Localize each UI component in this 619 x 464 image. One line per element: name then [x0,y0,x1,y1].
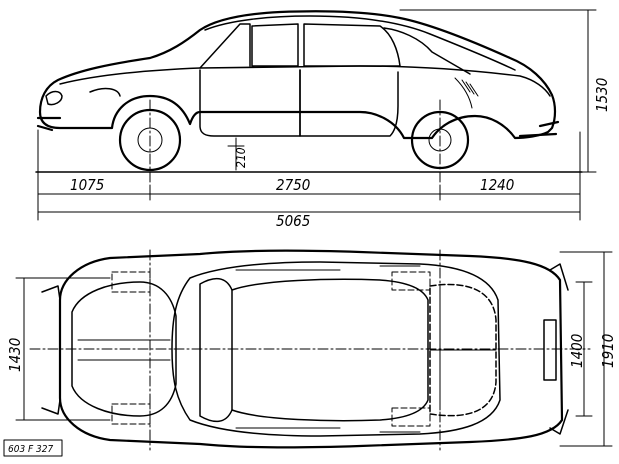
side-front-window [251,23,299,67]
top-body-outline [58,249,564,449]
side-view: 1075 2750 1240 5065 1530 210 [35,9,611,230]
side-body-bottom-ref [227,137,245,171]
top-view: 1430 1400 1910 [6,249,617,451]
dim-height-line [399,9,597,173]
top-roof [231,278,429,422]
top-front-lamps [41,285,61,415]
dim-front-overhang: 1075 [70,176,104,194]
top-bonnet [71,281,177,417]
dim-front-track-line [15,277,111,421]
side-rear-fin [454,77,479,109]
top-windscreen [199,277,233,423]
dim-rear-track: 1400 [568,334,586,368]
side-rear-window [303,23,401,67]
side-rear-door [299,69,399,137]
dim-rear-track-line [575,281,593,417]
dim-overall-length: 5065 [276,212,310,230]
top-rear-window [429,283,497,417]
dim-wheelbase: 2750 [276,176,310,194]
side-windscreen [199,23,251,69]
dim-height: 1530 [593,78,611,112]
side-body-outline [38,10,557,140]
side-front-door [199,69,301,137]
dim-overall-width: 1910 [599,334,617,368]
side-belt-line [59,65,551,97]
dim-front-track: 1430 [6,338,24,372]
dim-ground-clearance: 210 [234,147,248,168]
top-fender-lines [235,265,421,433]
dim-rear-overhang: 1240 [480,176,514,194]
top-bonnet-ribs [77,339,171,361]
side-front-bumper [36,116,62,132]
top-front-seats [111,271,151,425]
top-rear-seats [391,271,431,427]
dim-overall-width-line [559,251,613,447]
side-rear-bumper [518,120,560,138]
side-roof-line [204,15,516,71]
top-cabin-outline [171,261,501,437]
reference-label: 603 F 327 [8,444,54,455]
side-rear-quarter [383,27,471,75]
top-rear-lamps [543,263,569,435]
side-front-lamps [45,87,121,106]
reference-label-box: 603 F 327 [3,439,63,457]
